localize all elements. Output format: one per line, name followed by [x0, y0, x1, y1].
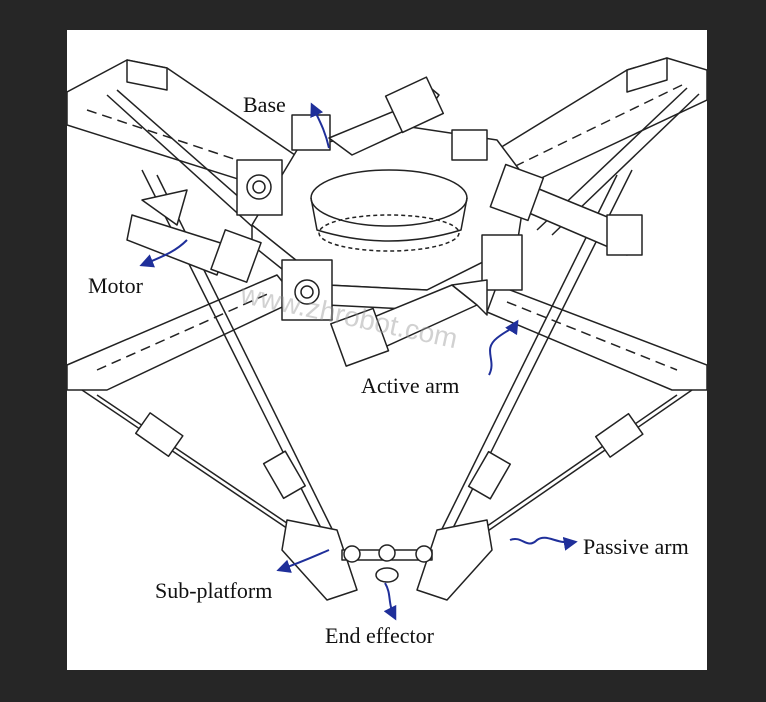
arm-right-lower: [486, 284, 707, 391]
label-base: Base: [243, 92, 286, 117]
bearing-blocks: [236, 114, 523, 321]
arrow-sub-platform: [276, 549, 330, 573]
arrow-motor: [139, 239, 188, 268]
delta-robot-diagram: www.zhrobot.com Base Motor Active arm Pa…: [67, 57, 707, 648]
arrow-end-effector: [383, 582, 397, 621]
diagram-frame: www.zhrobot.com Base Motor Active arm Pa…: [67, 30, 707, 670]
label-active-arm: Active arm: [361, 373, 459, 398]
arrow-active-arm: [488, 319, 519, 376]
label-end-effector: End effector: [325, 623, 435, 648]
arrow-base: [310, 102, 330, 149]
label-sub-platform: Sub-platform: [155, 578, 272, 603]
sub-platform: [341, 544, 433, 583]
motor-top: [328, 76, 445, 156]
label-motor: Motor: [88, 273, 144, 298]
arrow-passive-arm: [509, 536, 578, 551]
motor-front: [330, 279, 488, 367]
motor-right: [489, 163, 643, 256]
motor-left: [126, 189, 262, 283]
label-passive-arm: Passive arm: [583, 534, 689, 559]
